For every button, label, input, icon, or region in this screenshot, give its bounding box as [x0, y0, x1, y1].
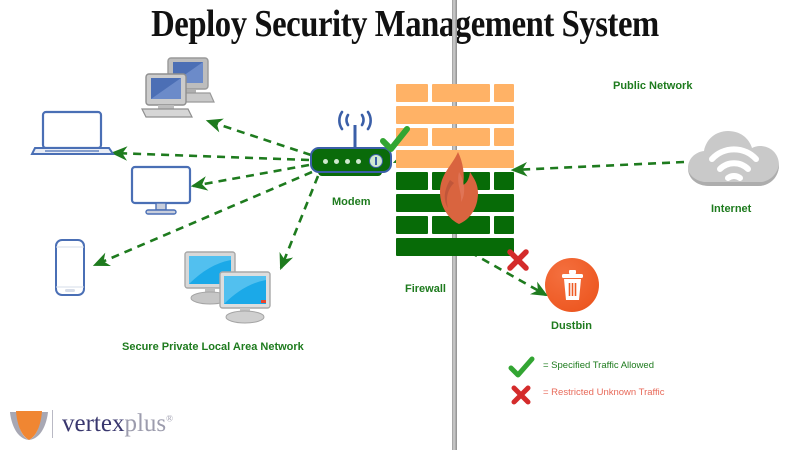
- logo-primary: vertex: [62, 410, 125, 437]
- flame-icon: [440, 152, 478, 224]
- lan-label: Secure Private Local Area Network: [122, 341, 304, 353]
- cross-icon: [511, 385, 531, 405]
- smartphone-icon: [55, 239, 85, 296]
- monitor-icon: [130, 165, 192, 215]
- firewall-label: Firewall: [405, 283, 446, 295]
- logo-divider: [52, 410, 53, 438]
- logo-secondary: plus: [124, 410, 167, 437]
- lcd-monitors-pair-icon: [184, 251, 271, 324]
- registered-mark: ®: [166, 413, 173, 424]
- internet-cloud-icon: [688, 131, 779, 186]
- check-icon: [508, 356, 535, 378]
- arrow-modem-to-lcds: [279, 175, 320, 271]
- modem-icon: [310, 147, 392, 173]
- allowed-check-icon: [380, 126, 410, 152]
- arrow-cloud-to-firewall: [510, 160, 685, 177]
- public-network-label: Public Network: [613, 80, 693, 92]
- legend-label-restricted: = Restricted Unknown Traffic: [543, 387, 665, 398]
- arrow-modem-to-laptop: [110, 146, 310, 162]
- blocked-cross-icon: [507, 249, 529, 271]
- modem-label: Modem: [332, 196, 371, 208]
- page-title: Deploy Security Management System: [151, 3, 659, 45]
- arrow-modem-to-monitor: [190, 163, 310, 191]
- arrow-modem-to-desktops: [205, 118, 312, 157]
- modem-stand: [318, 171, 382, 176]
- legend: = Specified Traffic Allowed = Restricted…: [505, 355, 735, 409]
- dustbin-label: Dustbin: [551, 320, 592, 332]
- laptop-icon: [30, 110, 115, 155]
- legend-row-restricted: = Restricted Unknown Traffic: [505, 382, 735, 409]
- vertexplus-logo-mark: [10, 411, 48, 440]
- antenna-icon: [338, 110, 372, 149]
- dustbin-icon: [545, 258, 599, 312]
- internet-label: Internet: [711, 203, 752, 215]
- desktop-computers-pair-icon: [141, 57, 215, 118]
- vertexplus-logo-text: vertexplus®: [62, 410, 173, 438]
- legend-row-allowed: = Specified Traffic Allowed: [505, 355, 735, 382]
- modem-power-icon: [369, 154, 383, 168]
- legend-label-allowed: = Specified Traffic Allowed: [543, 360, 654, 371]
